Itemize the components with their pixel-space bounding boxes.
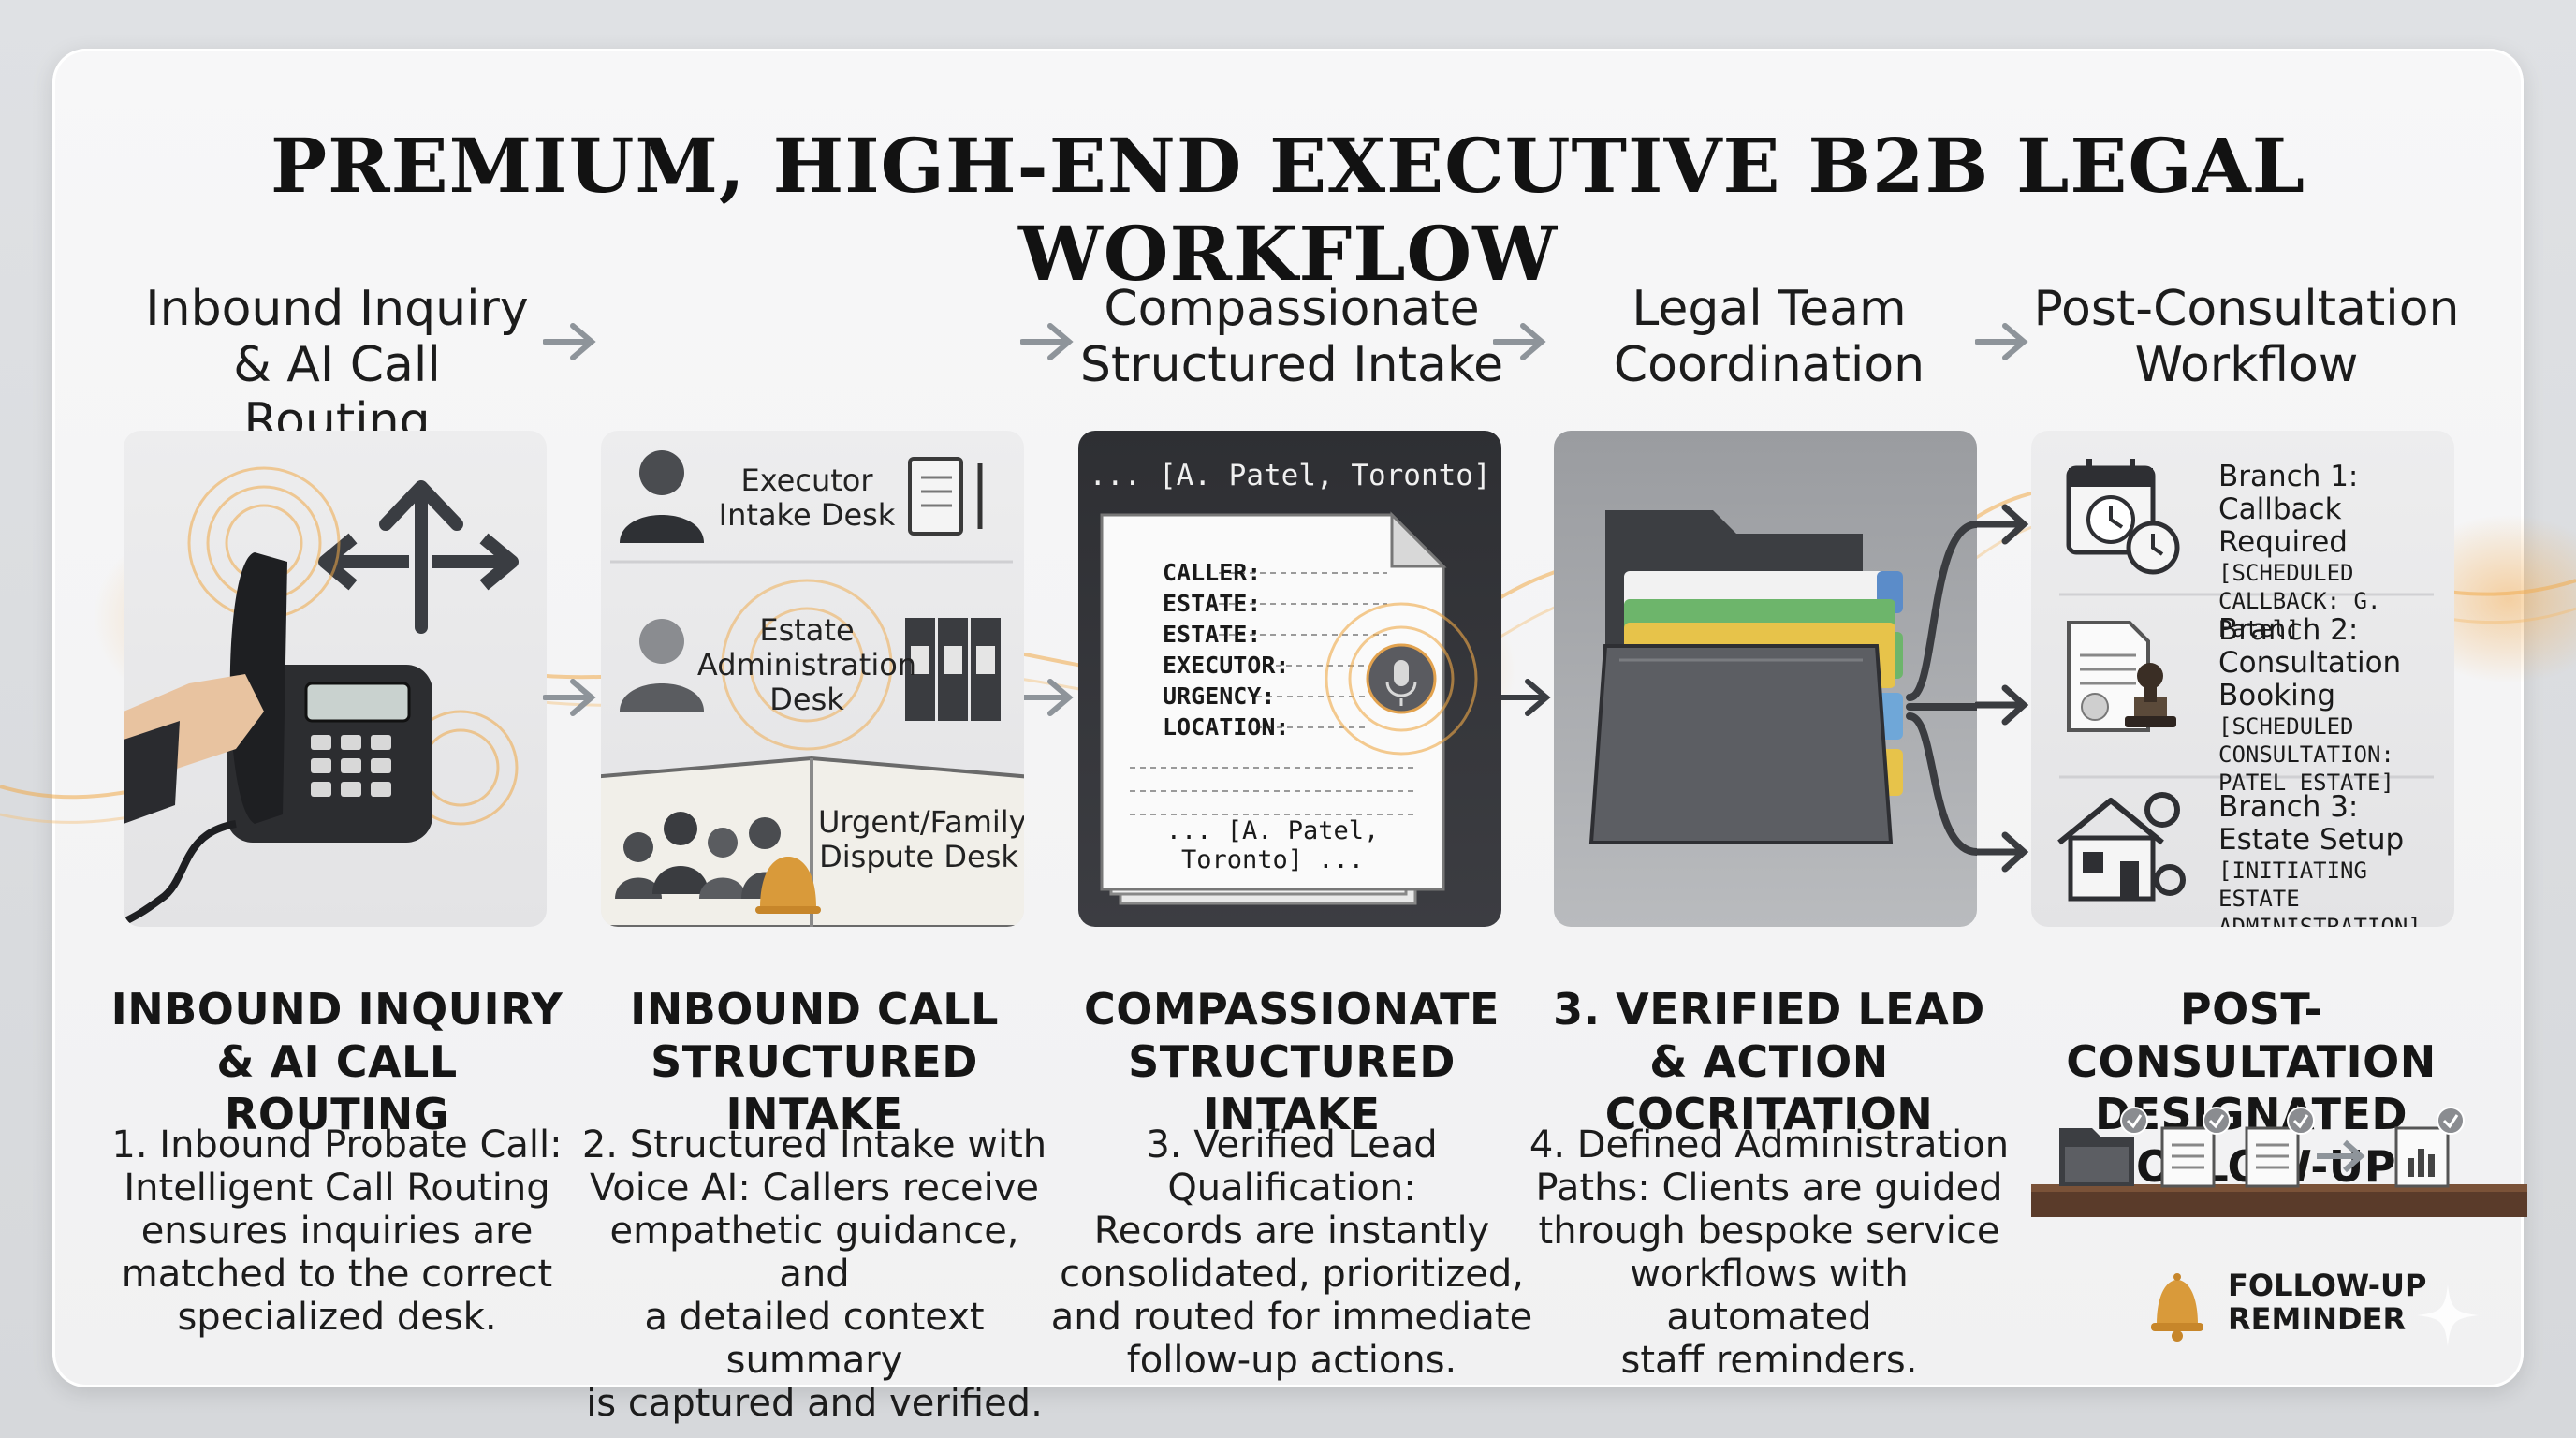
desk-executor-label: Executor Intake Desk: [718, 462, 896, 533]
arrow-right-icon: [1498, 679, 1551, 716]
panel-intake-document: ... [A. Patel, Toronto] ... CALLER: ESTA…: [1078, 431, 1501, 927]
arrow-right-icon: [543, 679, 596, 716]
panel-legal-team-folder: [1554, 431, 1977, 927]
follow-up-shelf: [2031, 1107, 2527, 1217]
doc-bottom-caption: ... [A. Patel, Toronto] ...: [1165, 816, 1380, 874]
step1-description: 1. Inbound Probate Call: Intelligent Cal…: [111, 1123, 563, 1339]
checkmark-icon: [2120, 1107, 2465, 1135]
step1-header: Inbound Inquiry & AI Call Routing: [145, 281, 529, 449]
doc-top-caption: ... [A. Patel, Toronto] ...: [1089, 459, 1491, 526]
step4-subheading: 3. VERIFIED LEAD & ACTION COCRITATION: [1553, 984, 1985, 1139]
person-icon: [620, 619, 704, 712]
house-gear-icon: [2057, 792, 2186, 902]
step3-subheading: COMPASSIONATE STRUCTURED INTAKE: [1084, 984, 1500, 1139]
binders-icon: [905, 618, 1001, 721]
telephone-icon: [124, 552, 432, 926]
sparkle-icon: [2417, 1284, 2479, 1346]
step5-header: Post-Consultation Workflow: [2033, 281, 2460, 393]
folder-icon: [1588, 510, 1903, 844]
panel-desks: Executor Intake Desk Estate Administrati…: [601, 431, 1024, 927]
page-title: PREMIUM, HIGH-END EXECUTIVE B2B LEGAL WO…: [271, 122, 2305, 298]
microphone-icon: [1366, 643, 1437, 714]
document-icon: [2245, 1126, 2300, 1188]
branch-arrow-icon: [1975, 504, 2029, 545]
branch-arrow-icon: [1975, 831, 2029, 873]
branch-3: Branch 3: Estate Setup [INITIATING ESTAT…: [2218, 790, 2422, 928]
calendar-clock-icon: [2066, 459, 2180, 575]
panel-branches: Branch 1: Callback Required [SCHEDULED C…: [2031, 431, 2454, 927]
arrow-right-icon: [1020, 679, 1074, 716]
intake-fields: CALLER: ESTATE: ESTATE: EXECUTOR: URGENC…: [1163, 559, 1290, 741]
branch-arrow-icon: [1975, 684, 2029, 726]
arrow-right-icon: [543, 323, 596, 360]
desk-urgent-family-label: Urgent/Family Dispute Desk: [818, 804, 1024, 874]
document-icon: [1100, 511, 1447, 905]
step4-description: 4. Defined Administration Paths: Clients…: [1529, 1123, 2010, 1382]
step4-header: Legal Team Coordination: [1613, 281, 1925, 393]
document-icon: [2160, 1126, 2216, 1188]
arrow-right-icon: [1493, 323, 1546, 360]
stamp-icon: [2125, 663, 2176, 727]
follow-up-reminder-label: FOLLOW-UP REMINDER: [2228, 1268, 2427, 1337]
desk-estate-admin-label: Estate Administration Desk: [696, 612, 917, 717]
bell-icon: [755, 857, 821, 914]
step2-description: 2. Structured Intake with Voice AI: Call…: [581, 1123, 1047, 1425]
step1-subheading: INBOUND INQUIRY & AI CALL ROUTING: [110, 984, 564, 1139]
routing-arrows-icon: [318, 480, 519, 634]
arrow-right-icon: [1020, 323, 1074, 360]
arrow-right-icon: [1975, 323, 2028, 360]
branch-1: Branch 1: Callback Required [SCHEDULED C…: [2218, 460, 2381, 643]
branch-2: Branch 2: Consultation Booking [SCHEDULE…: [2218, 613, 2402, 797]
notebook-icon: [908, 457, 983, 536]
step2-subheading: INBOUND CALL STRUCTURED INTAKE: [630, 984, 999, 1139]
step3-description: 3. Verified Lead Qualification: Records …: [1050, 1123, 1533, 1382]
person-icon: [620, 450, 704, 543]
folder-icon: [2059, 1128, 2134, 1186]
panel-call-routing: [124, 431, 547, 927]
document-icon: [2394, 1126, 2450, 1188]
step3-header: Compassionate Structured Intake: [1079, 281, 1504, 393]
bell-icon: [2151, 1273, 2203, 1342]
